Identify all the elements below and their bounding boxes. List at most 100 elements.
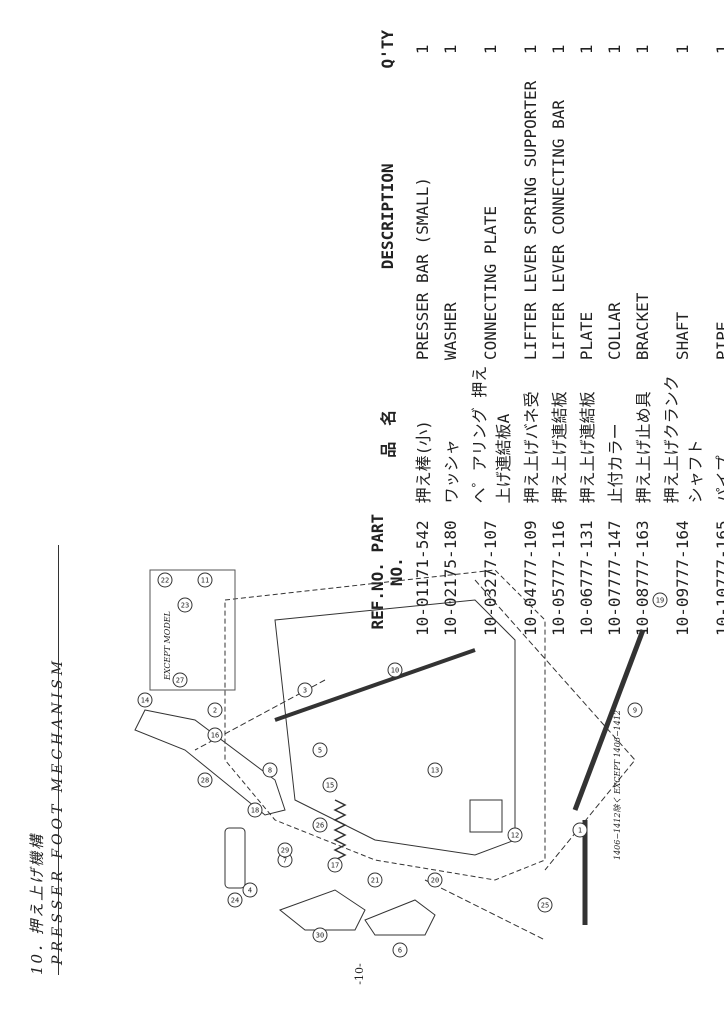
cell-jp-name: 押え上げバネ受	[522, 391, 541, 504]
cell-description: LIFTER LEVER SPRING SUPPORTER	[520, 80, 540, 361]
svg-text:30: 30	[316, 932, 324, 940]
callout-21: 21	[367, 872, 383, 888]
exploded-diagram: EXCEPT MODEL 1406−1412除く EXCEPT 1406−141…	[75, 560, 675, 980]
svg-text:6: 6	[398, 947, 402, 955]
callout-2: 2	[207, 702, 223, 718]
svg-text:16: 16	[211, 732, 219, 740]
cell-qty: 1	[576, 44, 596, 55]
shaft-9	[572, 629, 646, 811]
lever-14	[134, 709, 286, 816]
spring-15	[333, 799, 347, 861]
callout-group: 1234567891011121314151617181920212223242…	[137, 572, 668, 958]
callout-24: 24	[227, 892, 243, 908]
cell-jp-name: 止付カラー	[606, 423, 625, 504]
cell-description: PRESSER BAR (SMALL)	[412, 177, 432, 361]
diagram-svg: EXCEPT MODEL 1406−1412除く EXCEPT 1406−141…	[134, 569, 668, 958]
callout-13: 13	[427, 762, 443, 778]
callout-29: 29	[277, 842, 293, 858]
machine-body-outline	[224, 569, 546, 881]
svg-text:15: 15	[326, 782, 334, 790]
svg-text:7: 7	[283, 857, 287, 865]
callout-3: 3	[297, 682, 313, 698]
parts-list-table: REF.NO. PART NO. 品 名 DESCRIPTION Q'TY 10…	[365, 27, 724, 639]
svg-text:28: 28	[201, 777, 209, 785]
callout-14: 14	[137, 692, 153, 708]
svg-text:1: 1	[578, 827, 582, 835]
callout-28: 28	[197, 772, 213, 788]
callout-26: 26	[312, 817, 328, 833]
cell-qty: 1	[440, 44, 460, 55]
title-region: 10．押え上げ機構 PRESSER FOOT MECHANISM	[26, 545, 66, 975]
cell-jp-name: 押え上げ連結板	[578, 391, 597, 504]
svg-text:17: 17	[331, 862, 339, 870]
callout-25: 25	[537, 897, 553, 913]
cell-description: BRACKET	[632, 292, 652, 361]
callout-6: 6	[392, 942, 408, 958]
rod-10	[274, 648, 476, 722]
callout-18: 18	[247, 802, 263, 818]
cell-qty: 1	[604, 44, 624, 55]
cell-description: SHAFT	[672, 311, 692, 361]
callout-20: 20	[427, 872, 443, 888]
cell-jp-name: 押え棒(小)	[414, 420, 433, 504]
svg-text:12: 12	[511, 832, 519, 840]
cell-jp-name: パイプ	[714, 455, 724, 504]
svg-text:27: 27	[176, 677, 184, 685]
machine-body-inner	[274, 599, 516, 856]
cell-jp-name: 押え上げ止め具	[634, 391, 653, 504]
cell-qty: 1	[412, 44, 432, 55]
title-underline	[58, 545, 59, 975]
cell-description: COLLAR	[604, 302, 624, 361]
cell-jp-name: 押え上げクランクシャフト	[662, 375, 705, 504]
header-description: DESCRIPTION	[377, 163, 397, 270]
cell-description: PIPE	[712, 321, 724, 361]
inset-box	[149, 569, 236, 691]
svg-text:4: 4	[248, 887, 252, 895]
cell-jp-name: 押え上げ連結板	[550, 391, 569, 504]
svg-text:24: 24	[231, 897, 239, 905]
svg-text:25: 25	[541, 902, 549, 910]
svg-text:3: 3	[303, 687, 307, 695]
cell-description: LIFTER LEVER CONNECTING BAR	[548, 99, 568, 361]
cell-ref-part: 10-10777-165	[712, 520, 724, 636]
svg-text:26: 26	[316, 822, 324, 830]
callout-16: 16	[207, 727, 223, 743]
dashed-guide-lines	[194, 579, 636, 941]
header-qty: Q'TY	[377, 30, 397, 69]
svg-text:29: 29	[281, 847, 289, 855]
svg-text:22: 22	[161, 577, 169, 585]
callout-8: 8	[262, 762, 278, 778]
svg-text:19: 19	[656, 597, 664, 605]
header-jp-name: 品 名	[379, 409, 398, 458]
callout-27: 27	[172, 672, 188, 688]
svg-text:8: 8	[268, 767, 272, 775]
parts-table: REF.NO. PART NO. 品 名 DESCRIPTION Q'TY 10…	[365, 27, 724, 639]
cell-description: PLATE	[576, 311, 596, 361]
part-24	[224, 827, 246, 889]
foot-part-6	[364, 899, 436, 936]
cell-jp-name: ワッシャ	[442, 439, 461, 504]
cell-qty: 1	[672, 44, 692, 55]
cell-qty: 1	[709, 29, 724, 70]
callout-5: 5	[312, 742, 328, 758]
serial-note: 1406−1412除く EXCEPT 1406−1412	[613, 710, 622, 860]
cell-qty: 1	[520, 44, 540, 55]
section-title: 10．押え上げ機構 PRESSER FOOT MECHANISM	[26, 545, 66, 975]
callout-10: 10	[387, 662, 403, 678]
svg-text:14: 14	[141, 697, 149, 705]
svg-text:9: 9	[633, 707, 637, 715]
callout-9: 9	[627, 702, 643, 718]
svg-text:2: 2	[213, 707, 217, 715]
cell-description: WASHER	[440, 302, 460, 361]
svg-text:20: 20	[431, 877, 439, 885]
svg-text:5: 5	[318, 747, 322, 755]
cell-qty: 1	[632, 44, 652, 55]
title-jp: 10．押え上げ機構	[28, 832, 46, 975]
